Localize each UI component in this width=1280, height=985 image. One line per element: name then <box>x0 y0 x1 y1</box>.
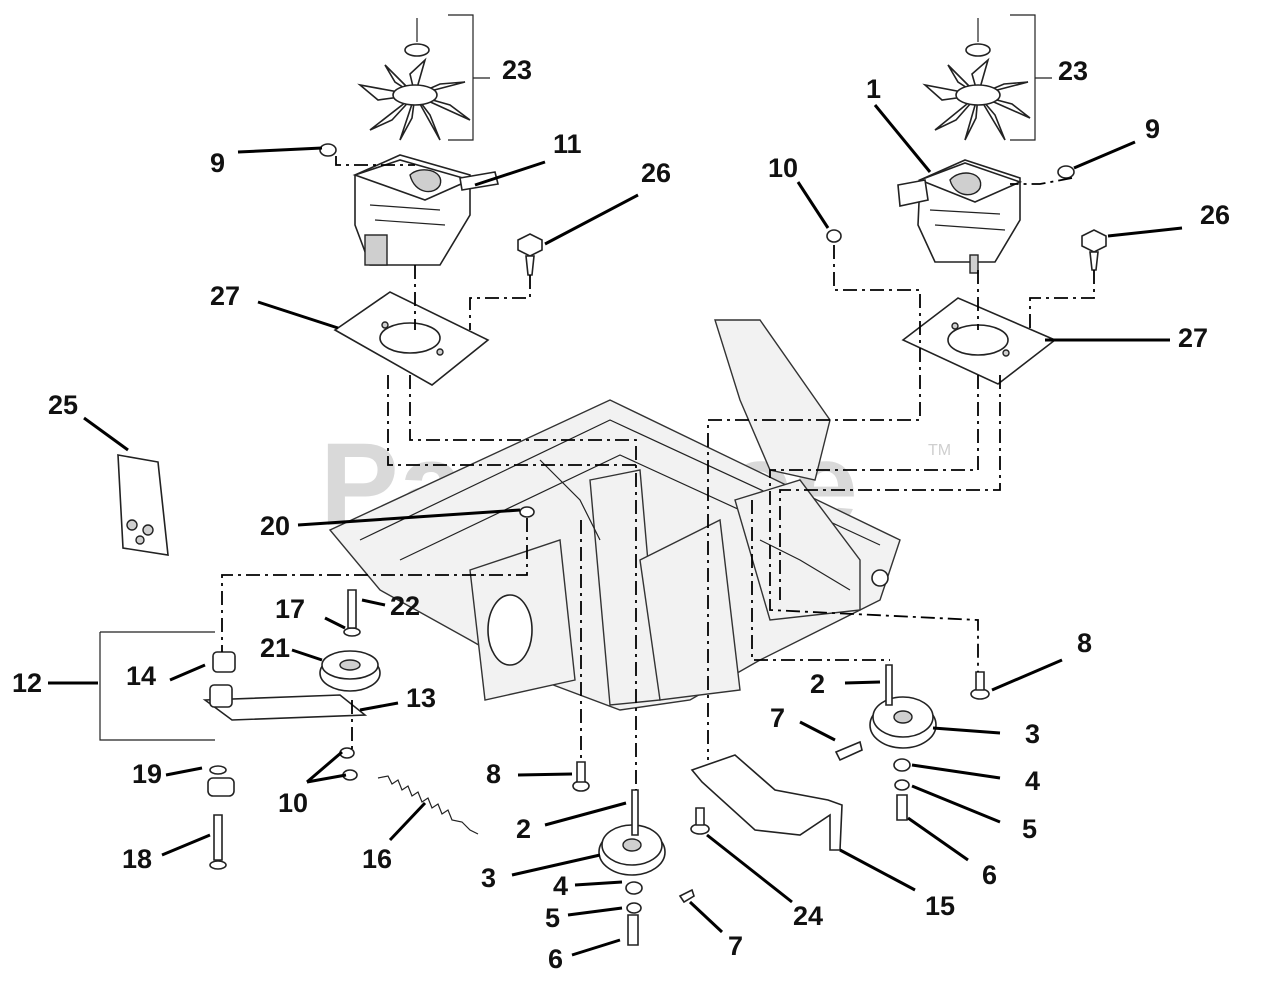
callout-3-left: 3 <box>481 863 496 893</box>
callout-15: 15 <box>925 891 955 921</box>
bracket-15 <box>690 754 843 851</box>
nut-9-left <box>319 143 337 157</box>
idler-assembly <box>99 589 381 870</box>
callout-4-left: 4 <box>553 871 568 901</box>
bolt-8-left <box>572 761 590 792</box>
right-fan <box>922 14 1052 141</box>
callout-18: 18 <box>122 844 152 874</box>
chassis-frame <box>328 319 901 711</box>
callout-22: 22 <box>390 591 420 621</box>
right-mount-plate <box>901 297 1057 385</box>
callout-5-left: 5 <box>545 903 560 933</box>
bolt-20 <box>519 506 535 518</box>
callout-13: 13 <box>406 683 436 713</box>
watermark-trademark: TM <box>928 442 951 459</box>
callout-23-right: 23 <box>1058 56 1088 86</box>
bolt-26-right <box>1081 229 1107 271</box>
callout-5-right: 5 <box>1022 814 1037 844</box>
callout-labels: 23 23 1 11 9 9 10 26 26 27 27 25 20 12 1… <box>12 55 1230 974</box>
callout-10-top: 10 <box>768 153 798 183</box>
callout-4-right: 4 <box>1025 766 1040 796</box>
decal-25 <box>117 454 169 556</box>
left-fan <box>357 14 490 141</box>
bolt-24 <box>690 807 710 835</box>
callout-9-left: 9 <box>210 148 225 178</box>
callout-7-right: 7 <box>770 703 785 733</box>
callout-20: 20 <box>260 511 290 541</box>
spring-16 <box>377 775 479 835</box>
callout-27-right: 27 <box>1178 323 1208 353</box>
callout-2-left: 2 <box>516 814 531 844</box>
nut-9-right <box>1057 165 1075 179</box>
left-gearbox <box>352 154 499 266</box>
callout-16: 16 <box>362 844 392 874</box>
callout-26-right: 26 <box>1200 200 1230 230</box>
callout-14: 14 <box>126 661 156 691</box>
nut-10-top <box>826 229 842 243</box>
callout-6-right: 6 <box>982 860 997 890</box>
callout-25: 25 <box>48 390 78 420</box>
callout-19: 19 <box>132 759 162 789</box>
bolt-26-left <box>517 233 543 276</box>
callout-1: 1 <box>866 74 881 104</box>
callout-10-bottom: 10 <box>278 788 308 818</box>
callout-26-left: 26 <box>641 158 671 188</box>
callout-12: 12 <box>12 668 42 698</box>
callout-9-right: 9 <box>1145 114 1160 144</box>
callout-2-right: 2 <box>810 669 825 699</box>
callout-21: 21 <box>260 633 290 663</box>
callout-24: 24 <box>793 901 823 931</box>
callout-3-right: 3 <box>1025 719 1040 749</box>
callout-23-left: 23 <box>502 55 532 85</box>
callout-11: 11 <box>553 129 582 159</box>
pulley-3-left <box>598 789 695 946</box>
bolt-8-right <box>970 671 990 700</box>
leader-lines <box>48 104 1183 957</box>
callout-17: 17 <box>275 594 305 624</box>
left-mount-plate <box>333 291 490 386</box>
callout-7-left: 7 <box>728 931 743 961</box>
pulley-3-right <box>834 664 937 821</box>
callout-6-left: 6 <box>548 944 563 974</box>
callout-27-left: 27 <box>210 281 240 311</box>
callout-8-right: 8 <box>1077 628 1092 658</box>
assembly-lines <box>221 156 1095 790</box>
right-gearbox <box>897 159 1023 274</box>
callout-8-left: 8 <box>486 759 501 789</box>
